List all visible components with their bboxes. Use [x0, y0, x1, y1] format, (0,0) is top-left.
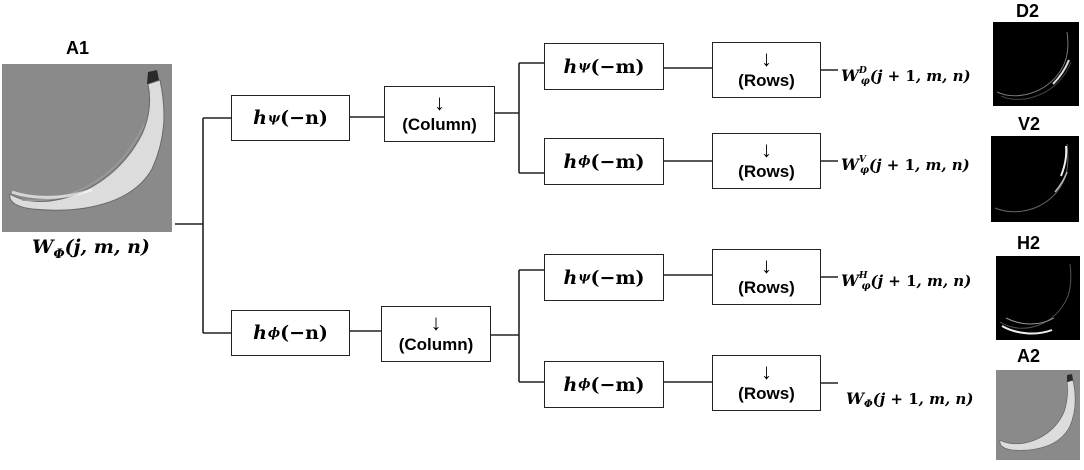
downsample-label: (Rows): [738, 162, 795, 181]
filter-arg: (−n): [280, 322, 328, 344]
filter-sub: ψ: [578, 270, 591, 285]
filter-arg: (−m): [590, 266, 645, 289]
downsample-label: (Column): [398, 335, 474, 354]
filter-base: h: [563, 55, 578, 78]
formula-args-post: , m, n): [915, 156, 970, 174]
downsample-rows-1: ↓ (Rows): [712, 42, 821, 98]
filter-sub: ψ: [267, 110, 281, 126]
filter-base: h: [563, 150, 578, 173]
downsample-label: (Rows): [738, 384, 795, 403]
downsample-rows-3: ↓ (Rows): [712, 249, 821, 305]
filter-sub: ϕ: [267, 325, 281, 341]
output-image-h2: [996, 256, 1080, 340]
formula-args-post: , m, n): [915, 67, 971, 85]
formula-args-pre: (j +: [872, 390, 909, 408]
input-caption: A1: [66, 38, 90, 58]
filter-arg: (−m): [590, 55, 645, 78]
output-formula-v: WVφ(j + 1, m, n): [841, 155, 970, 176]
downsample-column-lower: ↓ (Column): [381, 306, 491, 362]
formula-args-pre: (j +: [869, 67, 906, 85]
downsample-label: (Column): [402, 115, 477, 134]
formula-base: W: [841, 155, 859, 174]
formula-args-pre: (j +: [870, 272, 907, 290]
input-formula-sub: Φ: [53, 247, 65, 262]
down-arrow-icon: ↓: [761, 46, 772, 71]
output-image-v2: [991, 136, 1079, 222]
downsample-label: (Rows): [738, 278, 795, 297]
formula-args-post: , m, n): [918, 390, 974, 408]
formula-sup: V: [858, 155, 866, 165]
down-arrow-icon: ↓: [430, 310, 442, 335]
filter-base: h: [253, 322, 267, 344]
formula-sup: H: [858, 271, 868, 281]
filter-sub: ϕ: [578, 154, 591, 169]
down-arrow-icon: ↓: [761, 137, 772, 162]
down-arrow-icon: ↓: [761, 359, 772, 384]
output-formula-a: WΦ(j + 1, m, n): [846, 389, 973, 410]
formula-sub: φ: [861, 281, 871, 292]
formula-one: 1: [906, 272, 917, 290]
input-formula-base: W: [32, 236, 54, 258]
filter-sub: ϕ: [578, 377, 591, 392]
filter-arg: (−m): [590, 373, 645, 396]
formula-one: 1: [904, 156, 915, 174]
output-image-a2: [996, 370, 1080, 460]
formula-base: W: [841, 66, 859, 85]
input-formula: WΦ(j, m, n): [32, 236, 150, 262]
downsample-label: (Rows): [738, 71, 795, 90]
formula-args-pre: (j +: [869, 156, 905, 174]
output-formula-d: WDφ(j + 1, m, n): [841, 66, 971, 87]
filter-base: h: [563, 373, 578, 396]
formula-sub: φ: [860, 76, 870, 87]
formula-args-post: , m, n): [916, 272, 972, 290]
formula-sub: φ: [859, 165, 870, 176]
formula-one: 1: [908, 390, 919, 408]
formula-sub: Φ: [863, 399, 873, 410]
downsample-column-upper: ↓ (Column): [384, 86, 495, 142]
output-caption-h2: H2: [1017, 233, 1041, 253]
output-image-d2: [993, 22, 1079, 106]
filter-sub: ψ: [578, 59, 591, 74]
down-arrow-icon: ↓: [761, 253, 772, 278]
output-caption-v2: V2: [1018, 114, 1041, 134]
output-caption-d2: D2: [1016, 1, 1040, 21]
filter-base: h: [563, 266, 578, 289]
input-image-a1: [2, 64, 172, 232]
input-formula-args: (j, m, n): [64, 236, 150, 258]
filter-base: h: [253, 107, 267, 129]
downsample-rows-4: ↓ (Rows): [712, 355, 821, 411]
formula-sup: D: [858, 66, 867, 76]
output-caption-a2: A2: [1017, 346, 1041, 366]
formula-base: W: [846, 389, 864, 408]
filter-arg: (−m): [590, 150, 645, 173]
filter-arg: (−n): [280, 107, 328, 129]
output-formula-h: WHφ(j + 1, m, n): [841, 271, 971, 292]
downsample-rows-2: ↓ (Rows): [712, 133, 821, 189]
formula-base: W: [841, 271, 859, 290]
down-arrow-icon: ↓: [434, 90, 445, 115]
formula-one: 1: [905, 67, 916, 85]
